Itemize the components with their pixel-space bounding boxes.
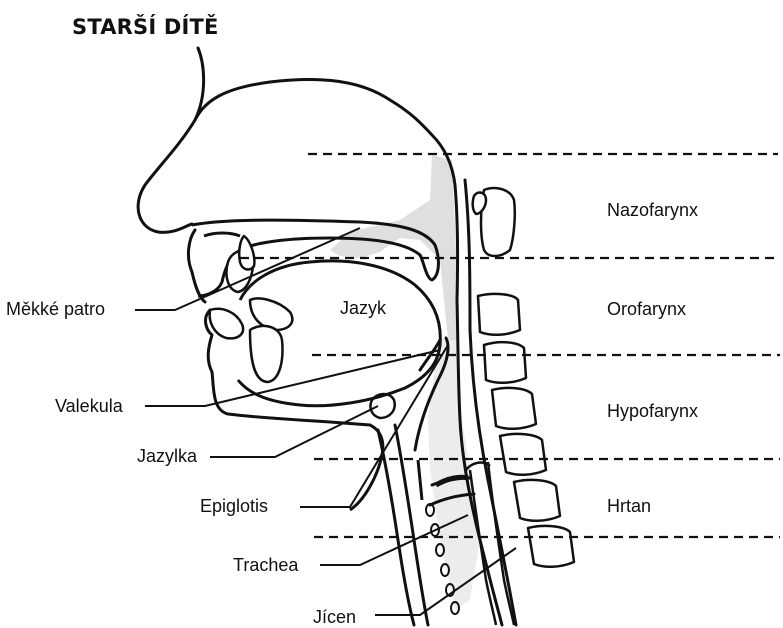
region-label-hrtan: Hrtan (607, 496, 651, 517)
leader-valekula (145, 350, 440, 406)
region-label-nazofarynx: Nazofarynx (607, 200, 698, 221)
teeth (210, 236, 293, 382)
label-mekke-patro: Měkké patro (6, 299, 105, 320)
cervical-spine (473, 188, 574, 567)
region-label-orofarynx: Orofarynx (607, 299, 686, 320)
hyoid-bone (370, 394, 394, 418)
region-label-hypofarynx: Hypofarynx (607, 401, 698, 422)
page-title: STARŠÍ DÍTĚ (72, 15, 219, 39)
label-trachea: Trachea (233, 555, 298, 576)
label-epiglotis: Epiglotis (200, 496, 268, 517)
label-valekula: Valekula (55, 396, 123, 417)
label-jazyk: Jazyk (340, 298, 386, 319)
label-jazylka: Jazylka (137, 446, 197, 467)
label-jicen: Jícen (313, 607, 356, 628)
